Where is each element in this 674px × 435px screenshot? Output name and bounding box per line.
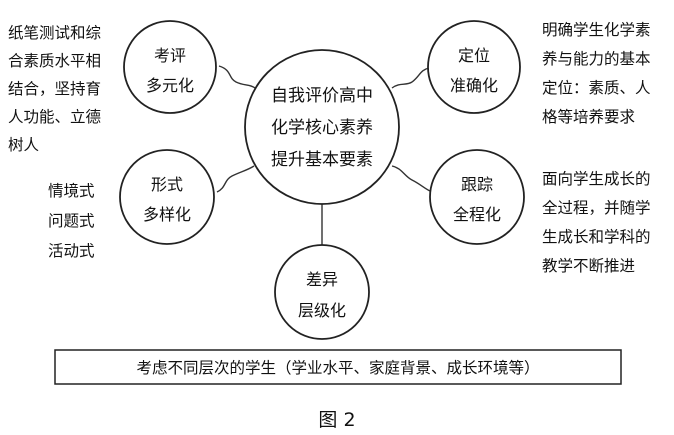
note-positioning: 明确学生化学素 养与能力的基本 定位：素质、人 格等培养要求 [542,21,651,126]
note-tracking-line-4: 教学不断推进 [542,257,635,275]
node-assessment-line-2: 多元化 [146,76,194,95]
note-assessment-line-2: 合素质水平相 [8,52,101,70]
node-assessment-line-1: 考评 [154,46,186,65]
note-positioning-line-2: 养与能力的基本 [542,50,651,68]
bottom-box: 考虑不同层次的学生（学业水平、家庭背景、成长环境等） [54,349,622,385]
figure-caption: 图 2 [318,409,355,431]
note-tracking-line-2: 全过程，并随学 [542,199,651,217]
note-positioning-line-1: 明确学生化学素 [542,21,651,39]
node-positioning-circle [427,20,521,114]
center-line-1: 自我评价高中 [271,86,373,106]
connector-tracking [391,165,431,192]
note-positioning-line-4: 格等培养要求 [542,108,635,126]
note-assessment-line-3: 结合，坚持育 [8,80,101,98]
note-assessment: 纸笔测试和综 合素质水平相 结合，坚持育 人功能、立德 树人 [8,24,102,154]
note-positioning-line-3: 定位：素质、人 [542,79,651,97]
connectors [216,65,431,246]
connector-positioning [391,67,430,89]
node-difference-line-2: 层级化 [298,301,346,320]
node-form-circle [119,149,215,245]
node-form: 形式 多样化 [119,149,215,245]
note-form-line-3: 活动式 [48,242,95,260]
node-form-line-1: 形式 [151,175,183,194]
bottom-box-text: 考虑不同层次的学生（学业水平、家庭背景、成长环境等） [136,358,539,377]
connector-assessment [218,65,256,89]
note-assessment-line-1: 纸笔测试和综 [8,24,102,42]
center-node: 自我评价高中 化学核心素养 提升基本要素 [244,49,400,205]
node-tracking-line-2: 全程化 [453,205,501,224]
node-assessment-circle [123,20,217,114]
node-assessment: 考评 多元化 [123,20,217,114]
node-difference-line-1: 差异 [306,270,338,289]
note-tracking: 面向学生成长的 全过程，并随学 生成长和学科的 教学不断推进 [542,170,651,275]
center-line-2: 化学核心素养 [271,118,373,138]
node-tracking-line-1: 跟踪 [461,175,493,194]
node-positioning-line-2: 准确化 [450,76,498,95]
node-difference: 差异 层级化 [274,244,370,340]
note-tracking-line-3: 生成长和学科的 [542,228,651,246]
note-tracking-line-1: 面向学生成长的 [542,170,651,188]
note-form-line-1: 情境式 [48,181,95,200]
note-form-line-2: 问题式 [48,212,95,230]
node-tracking-circle [429,149,525,245]
connector-form [216,165,255,193]
center-line-3: 提升基本要素 [271,150,373,170]
note-assessment-line-4: 人功能、立德 [8,108,101,126]
node-difference-circle [274,244,370,340]
node-positioning: 定位 准确化 [427,20,521,114]
center-circle [244,49,400,205]
node-form-line-2: 多样化 [143,205,191,224]
note-assessment-line-5: 树人 [8,136,39,154]
node-positioning-line-1: 定位 [458,46,490,65]
note-form: 情境式 问题式 活动式 [48,181,95,260]
node-tracking: 跟踪 全程化 [429,149,525,245]
bottom-box-frame [54,349,622,385]
